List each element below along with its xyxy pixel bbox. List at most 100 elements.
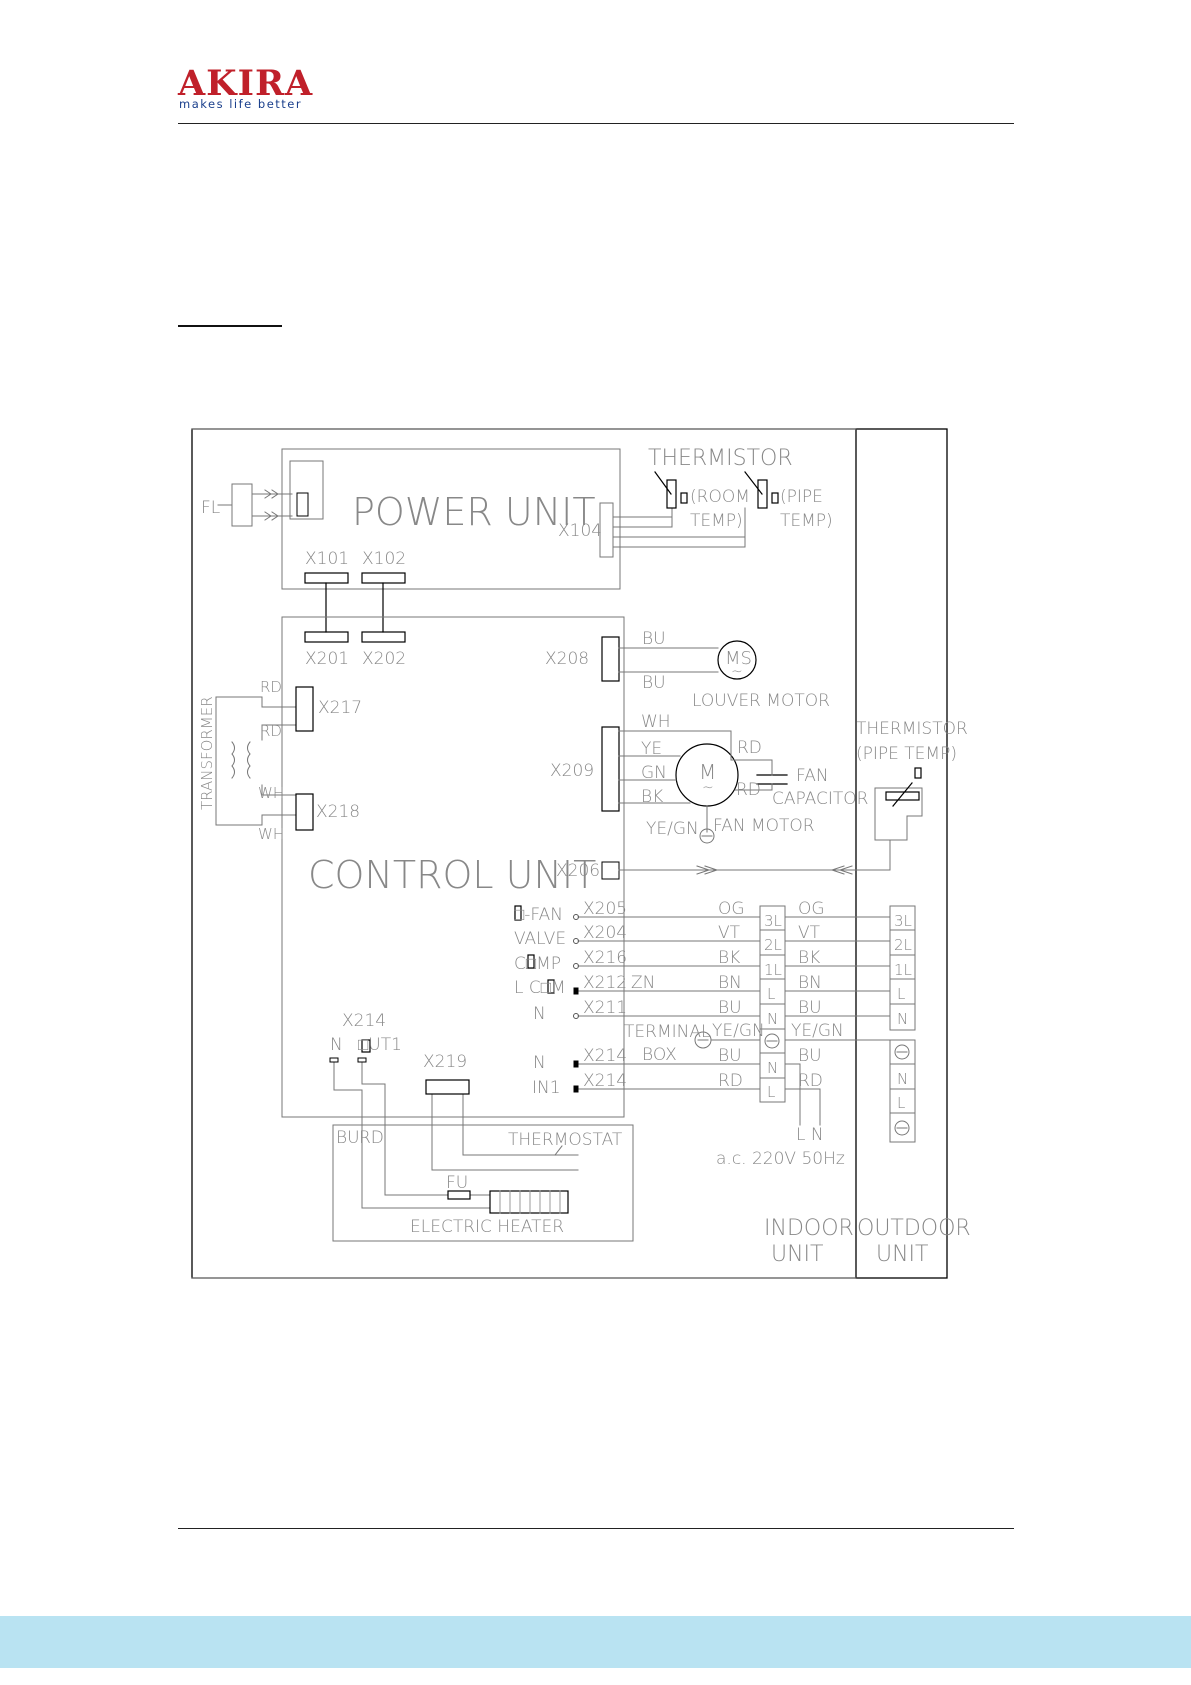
terminal-box-line2: BOX bbox=[642, 1045, 677, 1065]
outdoor-unit-line2: UNIT bbox=[876, 1242, 929, 1267]
x214-label-left: X214 bbox=[342, 1011, 386, 1031]
outdoor-term-3l: 3L bbox=[894, 912, 912, 930]
indoor-term-n: N bbox=[767, 1010, 778, 1028]
indoor-unit-line1: INDOOR bbox=[764, 1216, 854, 1241]
x205-label: X205 bbox=[583, 899, 627, 919]
wire-bk2: BK bbox=[798, 948, 820, 968]
footer-rule bbox=[178, 1528, 1014, 1529]
outdoor-thermistor-line2: (PIPE TEMP) bbox=[856, 744, 957, 764]
x211-label: X211 bbox=[583, 998, 627, 1018]
pipe-temp-line2: TEMP) bbox=[780, 511, 833, 531]
louver-bu1: BU bbox=[642, 629, 666, 649]
thermostat-label: THERMOSTAT bbox=[508, 1130, 623, 1150]
x216-label: X216 bbox=[583, 948, 627, 968]
power-unit-box bbox=[281, 448, 621, 590]
room-temp-line1: (ROOM bbox=[690, 487, 750, 507]
wire-yegn1: YE/GN bbox=[712, 1021, 765, 1041]
fan-bk: BK bbox=[641, 787, 663, 807]
outdoor-term-2l: 2L bbox=[894, 936, 912, 954]
wire-bn2: BN bbox=[798, 973, 822, 993]
fan-capacitor-label: CAPACITOR bbox=[772, 789, 868, 809]
wire-bk1: BK bbox=[718, 948, 740, 968]
fan-motor-label: FAN MOTOR bbox=[713, 816, 815, 836]
left-term-out1: □UT1 bbox=[358, 1035, 402, 1055]
header-rule bbox=[178, 123, 1014, 124]
transformer-label: TRANSFORMER bbox=[198, 696, 216, 810]
fan-ye: YE bbox=[641, 739, 662, 759]
x201-label: X201 bbox=[305, 649, 349, 669]
x104-label: X104 bbox=[558, 521, 602, 541]
fan-yegn: YE/GN bbox=[646, 819, 699, 839]
signal-in1: IN1 bbox=[532, 1078, 561, 1098]
x212-label: X212 bbox=[583, 973, 627, 993]
left-term-n: N bbox=[330, 1035, 343, 1055]
logo-wordmark: AKIRA bbox=[178, 63, 314, 104]
wire-rd-low1: RD bbox=[718, 1071, 743, 1091]
indoor-term-3l: 3L bbox=[764, 912, 782, 930]
transformer-rd2: RD bbox=[260, 722, 282, 740]
wire-og1: OG bbox=[718, 899, 745, 919]
wire-rd-low2: RD bbox=[798, 1071, 823, 1091]
akira-logo: AKIRA makes life better bbox=[178, 66, 328, 116]
wire-bu-low1: BU bbox=[718, 1046, 742, 1066]
x218-label: X218 bbox=[316, 802, 360, 822]
indoor-unit-line2: UNIT bbox=[771, 1242, 824, 1267]
fl-label: FL bbox=[201, 498, 220, 518]
indoor-term-2l: 2L bbox=[764, 936, 782, 954]
fan-gn: GN bbox=[641, 763, 667, 783]
wire-bu-low2: BU bbox=[798, 1046, 822, 1066]
signal-n2: N bbox=[533, 1053, 546, 1073]
fan-rd2: RD bbox=[736, 780, 761, 800]
terminal-box-line1: TERMINAL bbox=[624, 1022, 710, 1042]
wire-yegn2: YE/GN bbox=[791, 1021, 844, 1041]
thermistor-title: THERMISTOR bbox=[648, 446, 793, 471]
louver-bu2: BU bbox=[642, 673, 666, 693]
outdoor-term-1l: 1L bbox=[894, 961, 912, 979]
x214-label-a: X214 bbox=[583, 1046, 627, 1066]
fu-label: FU bbox=[446, 1173, 468, 1193]
outdoor-term-n: N bbox=[897, 1010, 908, 1028]
x204-label: X204 bbox=[583, 923, 627, 943]
outdoor-term-l2: L bbox=[897, 1094, 905, 1112]
transformer-wh1: WH bbox=[258, 784, 284, 802]
transformer-rd1: RD bbox=[260, 678, 282, 696]
x101-label: X101 bbox=[305, 549, 349, 569]
indoor-term-n2: N bbox=[767, 1059, 778, 1077]
outdoor-term-l: L bbox=[897, 985, 905, 1003]
x217-label: X217 bbox=[318, 698, 362, 718]
power-unit-title: POWER UNIT bbox=[352, 490, 596, 534]
louver-tilde: ~ bbox=[731, 664, 743, 680]
indoor-term-l: L bbox=[767, 985, 775, 1003]
heater-rd: RD bbox=[359, 1128, 384, 1148]
x206-label: X206 bbox=[556, 861, 600, 881]
x202-label: X202 bbox=[362, 649, 406, 669]
wire-vt1: VT bbox=[718, 923, 741, 943]
wire-bu1: BU bbox=[718, 998, 742, 1018]
signal-fan: □-FAN bbox=[514, 905, 563, 925]
outdoor-thermistor-line1: THERMISTOR bbox=[856, 719, 968, 739]
wire-bn1: BN bbox=[718, 973, 742, 993]
indoor-term-1l: 1L bbox=[764, 961, 782, 979]
pipe-temp-line1: (PIPE bbox=[780, 487, 823, 507]
electric-heater-label: ELECTRIC HEATER bbox=[410, 1217, 564, 1237]
logo-tagline: makes life better bbox=[179, 97, 303, 111]
x208-label: X208 bbox=[545, 649, 589, 669]
x102-label: X102 bbox=[362, 549, 406, 569]
section-underline bbox=[178, 325, 282, 327]
transformer-wh2: WH bbox=[258, 825, 284, 843]
signal-valve: VALVE bbox=[514, 929, 566, 949]
signal-n: N bbox=[533, 1004, 546, 1024]
power-supply: a.c. 220V 50Hz bbox=[716, 1149, 845, 1169]
signal-lcom: L C□M bbox=[514, 978, 566, 998]
louver-ms: MS bbox=[725, 648, 752, 669]
wire-og2: OG bbox=[798, 899, 825, 919]
fan-capacitor-fan: FAN bbox=[796, 766, 829, 786]
signal-zn: ZN bbox=[631, 973, 655, 993]
fan-motor-m: M bbox=[699, 760, 716, 784]
outdoor-term-n2: N bbox=[897, 1070, 908, 1088]
fan-wh: WH bbox=[641, 712, 671, 732]
x214-label-b: X214 bbox=[583, 1071, 627, 1091]
control-unit-title: CONTROL UNIT bbox=[308, 853, 596, 897]
heater-bu: BU bbox=[336, 1128, 360, 1148]
